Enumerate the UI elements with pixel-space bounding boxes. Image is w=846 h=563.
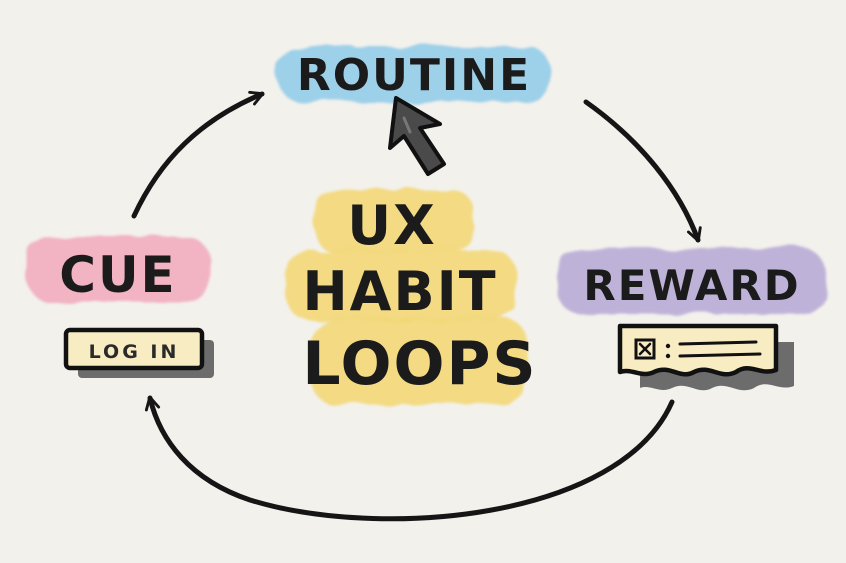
center-title-line-1: UX bbox=[347, 194, 436, 257]
center-highlight bbox=[286, 190, 528, 404]
routine-to-reward-arrow bbox=[583, 99, 702, 243]
reward-label: REWARD bbox=[583, 261, 800, 310]
reward-to-cue-arrow bbox=[144, 395, 675, 522]
reward-card-text-line bbox=[678, 352, 762, 358]
cue-highlight bbox=[26, 236, 210, 302]
cue-label: CUE bbox=[59, 246, 176, 304]
reward-card-dot bbox=[665, 353, 671, 359]
reward-highlight bbox=[556, 248, 826, 314]
reward-card-text-line bbox=[678, 340, 758, 346]
routine-highlight bbox=[278, 46, 550, 102]
cue-to-routine-arrow bbox=[131, 90, 265, 219]
reward-card-dot bbox=[665, 343, 671, 349]
center-title-line-3: LOOPS bbox=[302, 329, 537, 399]
login-button-sketch: LOG IN bbox=[63, 327, 214, 378]
checkbox-icon bbox=[634, 338, 656, 360]
center-title-line-2: HABIT bbox=[302, 260, 497, 323]
reward-card-sketch bbox=[617, 323, 794, 391]
login-button-label: LOG IN bbox=[89, 341, 180, 363]
routine-label: ROUTINE bbox=[297, 50, 531, 101]
cursor-arrow-icon bbox=[388, 96, 446, 176]
